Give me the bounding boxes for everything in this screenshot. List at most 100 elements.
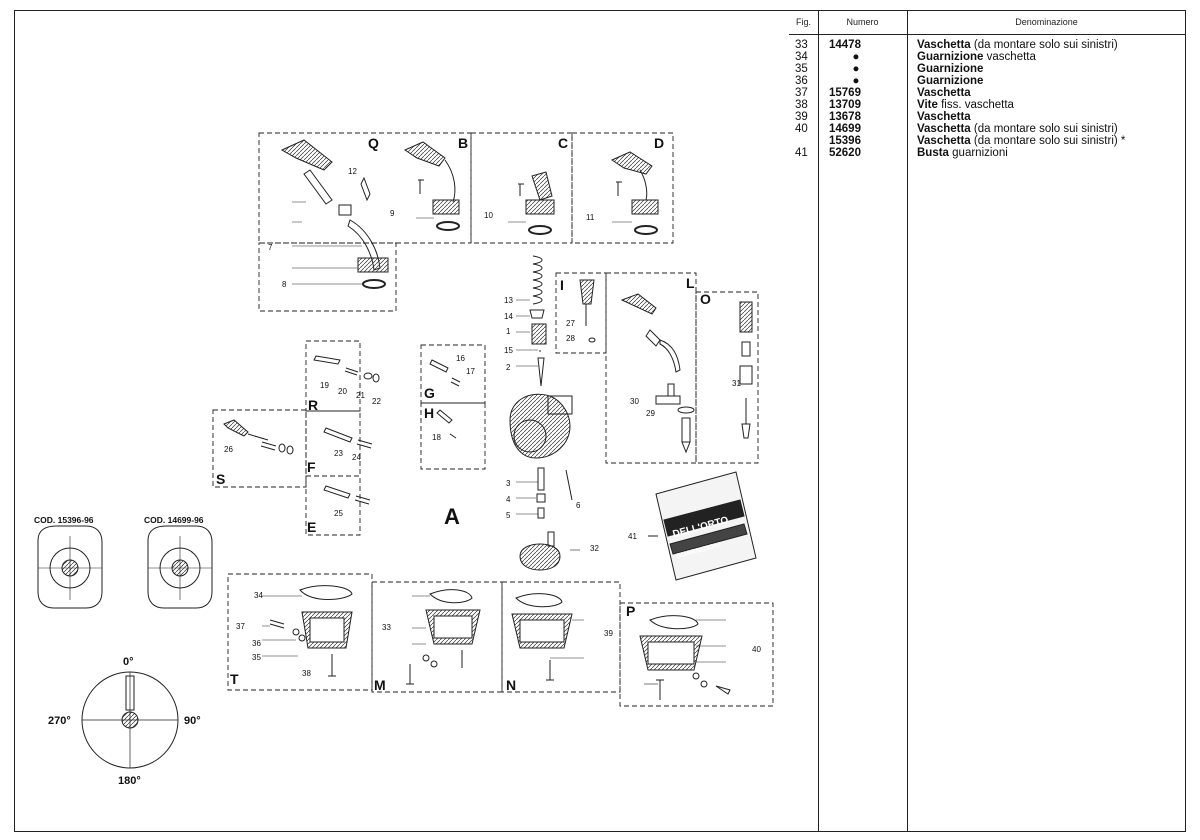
callout-5: 5 — [506, 511, 511, 520]
group-bcd-parts — [403, 141, 659, 235]
callout-32: 32 — [590, 544, 599, 553]
row-denominazione: Vaschetta — [917, 111, 971, 123]
callout-37: 37 — [236, 622, 245, 631]
callout-27: 27 — [566, 319, 575, 328]
callout-28: 28 — [566, 334, 575, 343]
group-letter-c: C — [558, 135, 568, 151]
row-fig: 37 — [795, 87, 808, 99]
callout-20: 20 — [338, 387, 347, 396]
row-fig: 38 — [795, 99, 808, 111]
row-numero: 52620 — [829, 147, 861, 159]
callout-39: 39 — [604, 629, 613, 638]
callout-14: 14 — [504, 312, 513, 321]
group-letter-l: L — [686, 275, 695, 291]
callout-2: 2 — [506, 363, 511, 372]
group-letter-t: T — [230, 671, 239, 687]
row-numero: ● — [852, 63, 860, 75]
callout-9: 9 — [390, 209, 395, 218]
callout-7: 7 — [268, 243, 273, 252]
callout-41: 41 — [628, 532, 637, 541]
row-note: guarnizioni — [952, 147, 1008, 159]
group-letter-i: I — [560, 277, 564, 293]
callout-26: 26 — [224, 445, 233, 454]
group-letter-b: B — [458, 135, 468, 151]
row-name: Vaschetta — [917, 111, 971, 123]
group-letter-s: S — [216, 471, 225, 487]
group-letter-d: D — [654, 135, 664, 151]
row-note: vaschetta — [986, 51, 1036, 63]
callout-25: 25 — [334, 509, 343, 518]
row-denominazione: Vite fiss. vaschetta — [917, 99, 1014, 111]
callout-29: 29 — [646, 409, 655, 418]
group-letter-labels: Q B C D I L O R G H S F E A T M N P — [216, 135, 711, 693]
group-letter-g: G — [424, 385, 435, 401]
callout-12: 12 — [348, 167, 357, 176]
callout-11: 11 — [586, 213, 595, 222]
row-name: Vaschetta — [917, 39, 971, 51]
row-name: Vaschetta — [917, 123, 971, 135]
header-numero: Numero — [846, 17, 879, 27]
group-letter-e: E — [307, 519, 316, 535]
row-denominazione: Guarnizione vaschetta — [917, 51, 1036, 63]
row-fig: 39 — [795, 111, 808, 123]
callout-15: 15 — [504, 346, 513, 355]
row-numero: 14478 — [829, 39, 861, 51]
callout-numbers: 1 2 3 4 5 6 7 8 9 10 11 12 13 14 15 16 1… — [224, 167, 761, 678]
group-letter-h: H — [424, 405, 434, 421]
row-numero: 15769 — [829, 87, 861, 99]
callout-34: 34 — [254, 591, 263, 600]
row-numero: 13709 — [829, 99, 861, 111]
row-fig: 41 — [795, 147, 808, 159]
group-ilo-parts — [579, 279, 753, 454]
row-denominazione: Vaschetta (da montare solo sui sinistri)… — [917, 135, 1125, 147]
callout-22: 22 — [372, 397, 381, 406]
group-letter-m: M — [374, 677, 386, 693]
carburetor-body — [509, 255, 573, 571]
column-divider-1 — [818, 10, 819, 832]
row-note: fiss. vaschetta — [941, 99, 1014, 111]
row-denominazione: Vaschetta (da montare solo sui sinistri) — [917, 123, 1118, 135]
group-letter-o: O — [700, 291, 711, 307]
cod-label-14699: COD. 14699-96 — [144, 515, 204, 525]
row-name: Guarnizione — [917, 75, 984, 87]
orientation-dial — [81, 671, 179, 769]
callout-21: 21 — [356, 391, 365, 400]
group-letter-n: N — [506, 677, 516, 693]
exploded-carburetor-diagram: Q B C D I L O R G H S F E A T M N P COD.… — [34, 132, 774, 787]
row-name: Vite — [917, 99, 938, 111]
row-numero: ● — [852, 51, 860, 63]
leader-lines — [262, 201, 726, 685]
angle-bottom: 180° — [118, 775, 141, 787]
group-letter-a: A — [444, 504, 460, 529]
row-name: Guarnizione — [917, 51, 984, 63]
callout-16: 16 — [456, 354, 465, 363]
column-divider-2 — [907, 10, 908, 832]
row-denominazione: Guarnizione — [917, 63, 983, 75]
callout-18: 18 — [432, 433, 441, 442]
angle-left: 270° — [48, 715, 71, 727]
callout-30: 30 — [630, 397, 639, 406]
bottom-view-bowls — [37, 525, 213, 609]
callout-33: 33 — [382, 623, 391, 632]
page-border — [14, 10, 1186, 832]
callout-36: 36 — [252, 639, 261, 648]
row-name: Guarnizione — [917, 63, 984, 75]
row-note: (da montare solo sui sinistri) — [973, 123, 1118, 135]
row-denominazione: Vaschetta (da montare solo sui sinistri) — [917, 39, 1118, 51]
row-numero: ● — [852, 75, 860, 87]
callout-1: 1 — [506, 327, 511, 336]
gasket-bag — [648, 471, 757, 581]
row-denominazione: Busta guarnizioni — [917, 147, 1008, 159]
group-letter-p: P — [626, 603, 635, 619]
callout-40: 40 — [752, 645, 761, 654]
callout-38: 38 — [302, 669, 311, 678]
row-numero: 15396 — [829, 135, 861, 147]
angle-top: 0° — [123, 656, 134, 668]
callout-24: 24 — [352, 453, 361, 462]
header-fig: Fig. — [795, 17, 811, 27]
callout-3: 3 — [506, 479, 511, 488]
callout-31: 31 — [732, 379, 741, 388]
row-fig: 33 — [795, 39, 808, 51]
group-q-parts — [280, 139, 389, 289]
